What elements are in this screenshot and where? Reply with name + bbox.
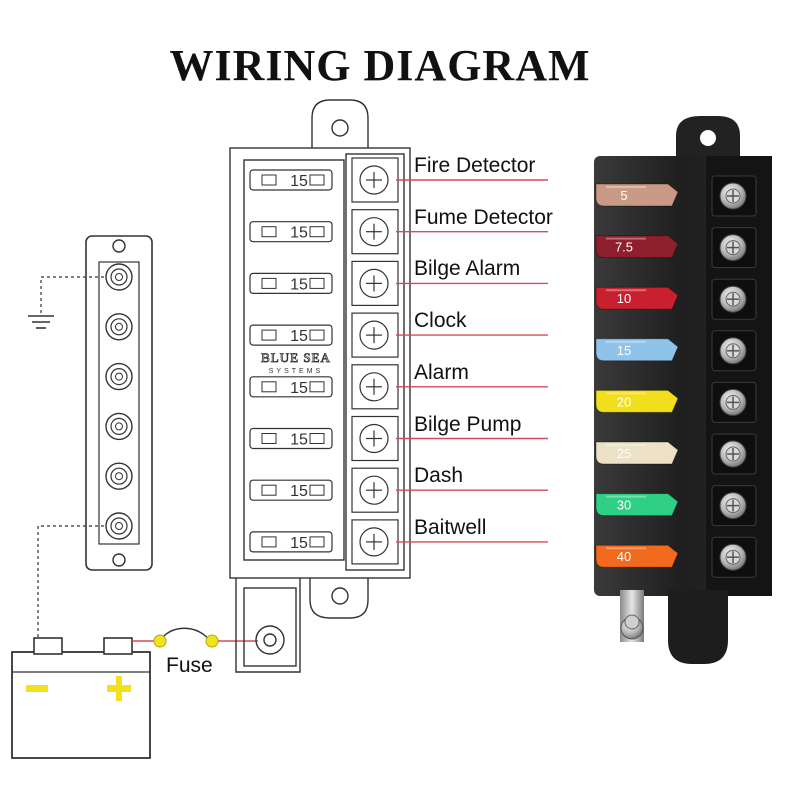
drawing-fuse-rating: 15 <box>290 380 308 397</box>
drawing-fuse-rating: 15 <box>290 173 308 190</box>
photo-fuse-rating: 15 <box>617 343 631 358</box>
drawing-fuse: 15 <box>249 324 333 346</box>
photo-fuse-rating: 10 <box>617 291 631 306</box>
photo-terminal-screw-icon <box>711 278 757 320</box>
drawing-fuse-rating: 15 <box>290 432 308 449</box>
fuse-block-photo: 5 7.5 10 15 20 25 30 40 <box>594 116 772 676</box>
photo-terminal-screw-icon <box>711 381 757 423</box>
ground-symbol-icon <box>28 315 54 329</box>
drawing-fuse: 15 <box>249 376 333 398</box>
photo-fuse: 15 <box>595 338 679 362</box>
terminal-screw-icon <box>351 260 399 306</box>
bus-stud-icon <box>105 313 133 341</box>
photo-fuse: 10 <box>595 286 679 310</box>
drawing-fuse-rating: 15 <box>290 483 308 500</box>
bus-stud-icon <box>105 512 133 540</box>
blue-sea-logo: BLUE SEA SYSTEMS <box>261 350 331 375</box>
ground-bus-bar <box>85 235 153 571</box>
drawing-fuse: 15 <box>249 169 333 191</box>
photo-fuse-rating: 25 <box>617 446 631 461</box>
circuit-label: Dash <box>414 464 464 488</box>
drawing-fuse-rating: 15 <box>290 225 308 242</box>
drawing-fuse-rating: 15 <box>290 535 308 552</box>
circuit-label: Baitwell <box>414 515 487 539</box>
drawing-fuse-rating: 15 <box>290 276 308 293</box>
photo-fuse: 5 <box>595 183 679 207</box>
drawing-fuse-rating: 15 <box>290 328 308 345</box>
photo-fuse: 40 <box>595 544 679 568</box>
terminal-screw-icon <box>351 415 399 462</box>
drawing-fuse: 15 <box>249 531 333 553</box>
drawing-fuse: 15 <box>249 272 333 294</box>
mounting-hole-icon <box>112 553 126 567</box>
photo-fuse: 25 <box>595 441 679 465</box>
photo-terminal-screw-icon <box>711 175 757 217</box>
ground-wire <box>37 276 104 640</box>
circuit-label: Alarm <box>414 360 469 384</box>
photo-fuse-rating: 30 <box>617 498 631 513</box>
terminal-screw-icon <box>351 312 399 358</box>
photo-fuse-rating: 40 <box>617 549 631 564</box>
photo-terminal-screw-icon <box>711 227 757 269</box>
photo-fuse-rating: 20 <box>617 394 631 409</box>
bus-stud-icon <box>105 412 133 441</box>
svg-text:SYSTEMS: SYSTEMS <box>269 368 323 375</box>
photo-terminal-screw-icon <box>711 433 757 475</box>
circuit-wires <box>396 179 548 543</box>
bus-stud-icon <box>105 263 133 291</box>
photo-fuse: 20 <box>595 389 679 413</box>
circuit-label: Fume Detector <box>414 205 553 229</box>
drawing-fuse: 15 <box>249 479 333 501</box>
terminal-screw-icon <box>351 364 399 410</box>
svg-text:BLUE SEA: BLUE SEA <box>261 350 331 365</box>
circuit-label: Bilge Pump <box>414 412 522 436</box>
circuit-label: Fire Detector <box>414 154 536 177</box>
fuse-wire <box>132 627 258 648</box>
terminal-screw-icon <box>351 209 399 255</box>
terminal-screw-icon <box>351 519 399 565</box>
mounting-hole-icon <box>700 130 716 146</box>
photo-fuse-rating: 7.5 <box>615 240 633 255</box>
fuse-label: Fuse <box>166 654 213 677</box>
bus-stud-icon <box>105 462 133 490</box>
photo-fuse: 30 <box>595 493 679 517</box>
circuit-label: Bilge Alarm <box>414 257 521 281</box>
photo-fuse-rating: 5 <box>620 188 627 203</box>
photo-terminal-screw-icon <box>711 536 757 578</box>
circuit-label: Clock <box>414 309 467 333</box>
terminal-screw-icon <box>351 467 399 513</box>
photo-terminal-screw-icon <box>711 330 757 372</box>
battery-negative-icon <box>26 685 48 692</box>
fuse-block-drawing: 15 15 15 15 15 15 15 15 <box>229 99 411 673</box>
photo-terminal-screw-icon <box>711 485 757 527</box>
photo-fuse: 7.5 <box>595 235 679 259</box>
drawing-fuse: 15 <box>249 221 333 243</box>
bus-stud-icon <box>105 362 133 391</box>
terminal-screw-icon <box>351 157 399 203</box>
battery-icon <box>11 637 151 759</box>
diagram-title: WIRING DIAGRAM <box>169 41 591 90</box>
drawing-fuse: 15 <box>249 427 333 450</box>
mounting-hole-icon <box>112 239 126 253</box>
